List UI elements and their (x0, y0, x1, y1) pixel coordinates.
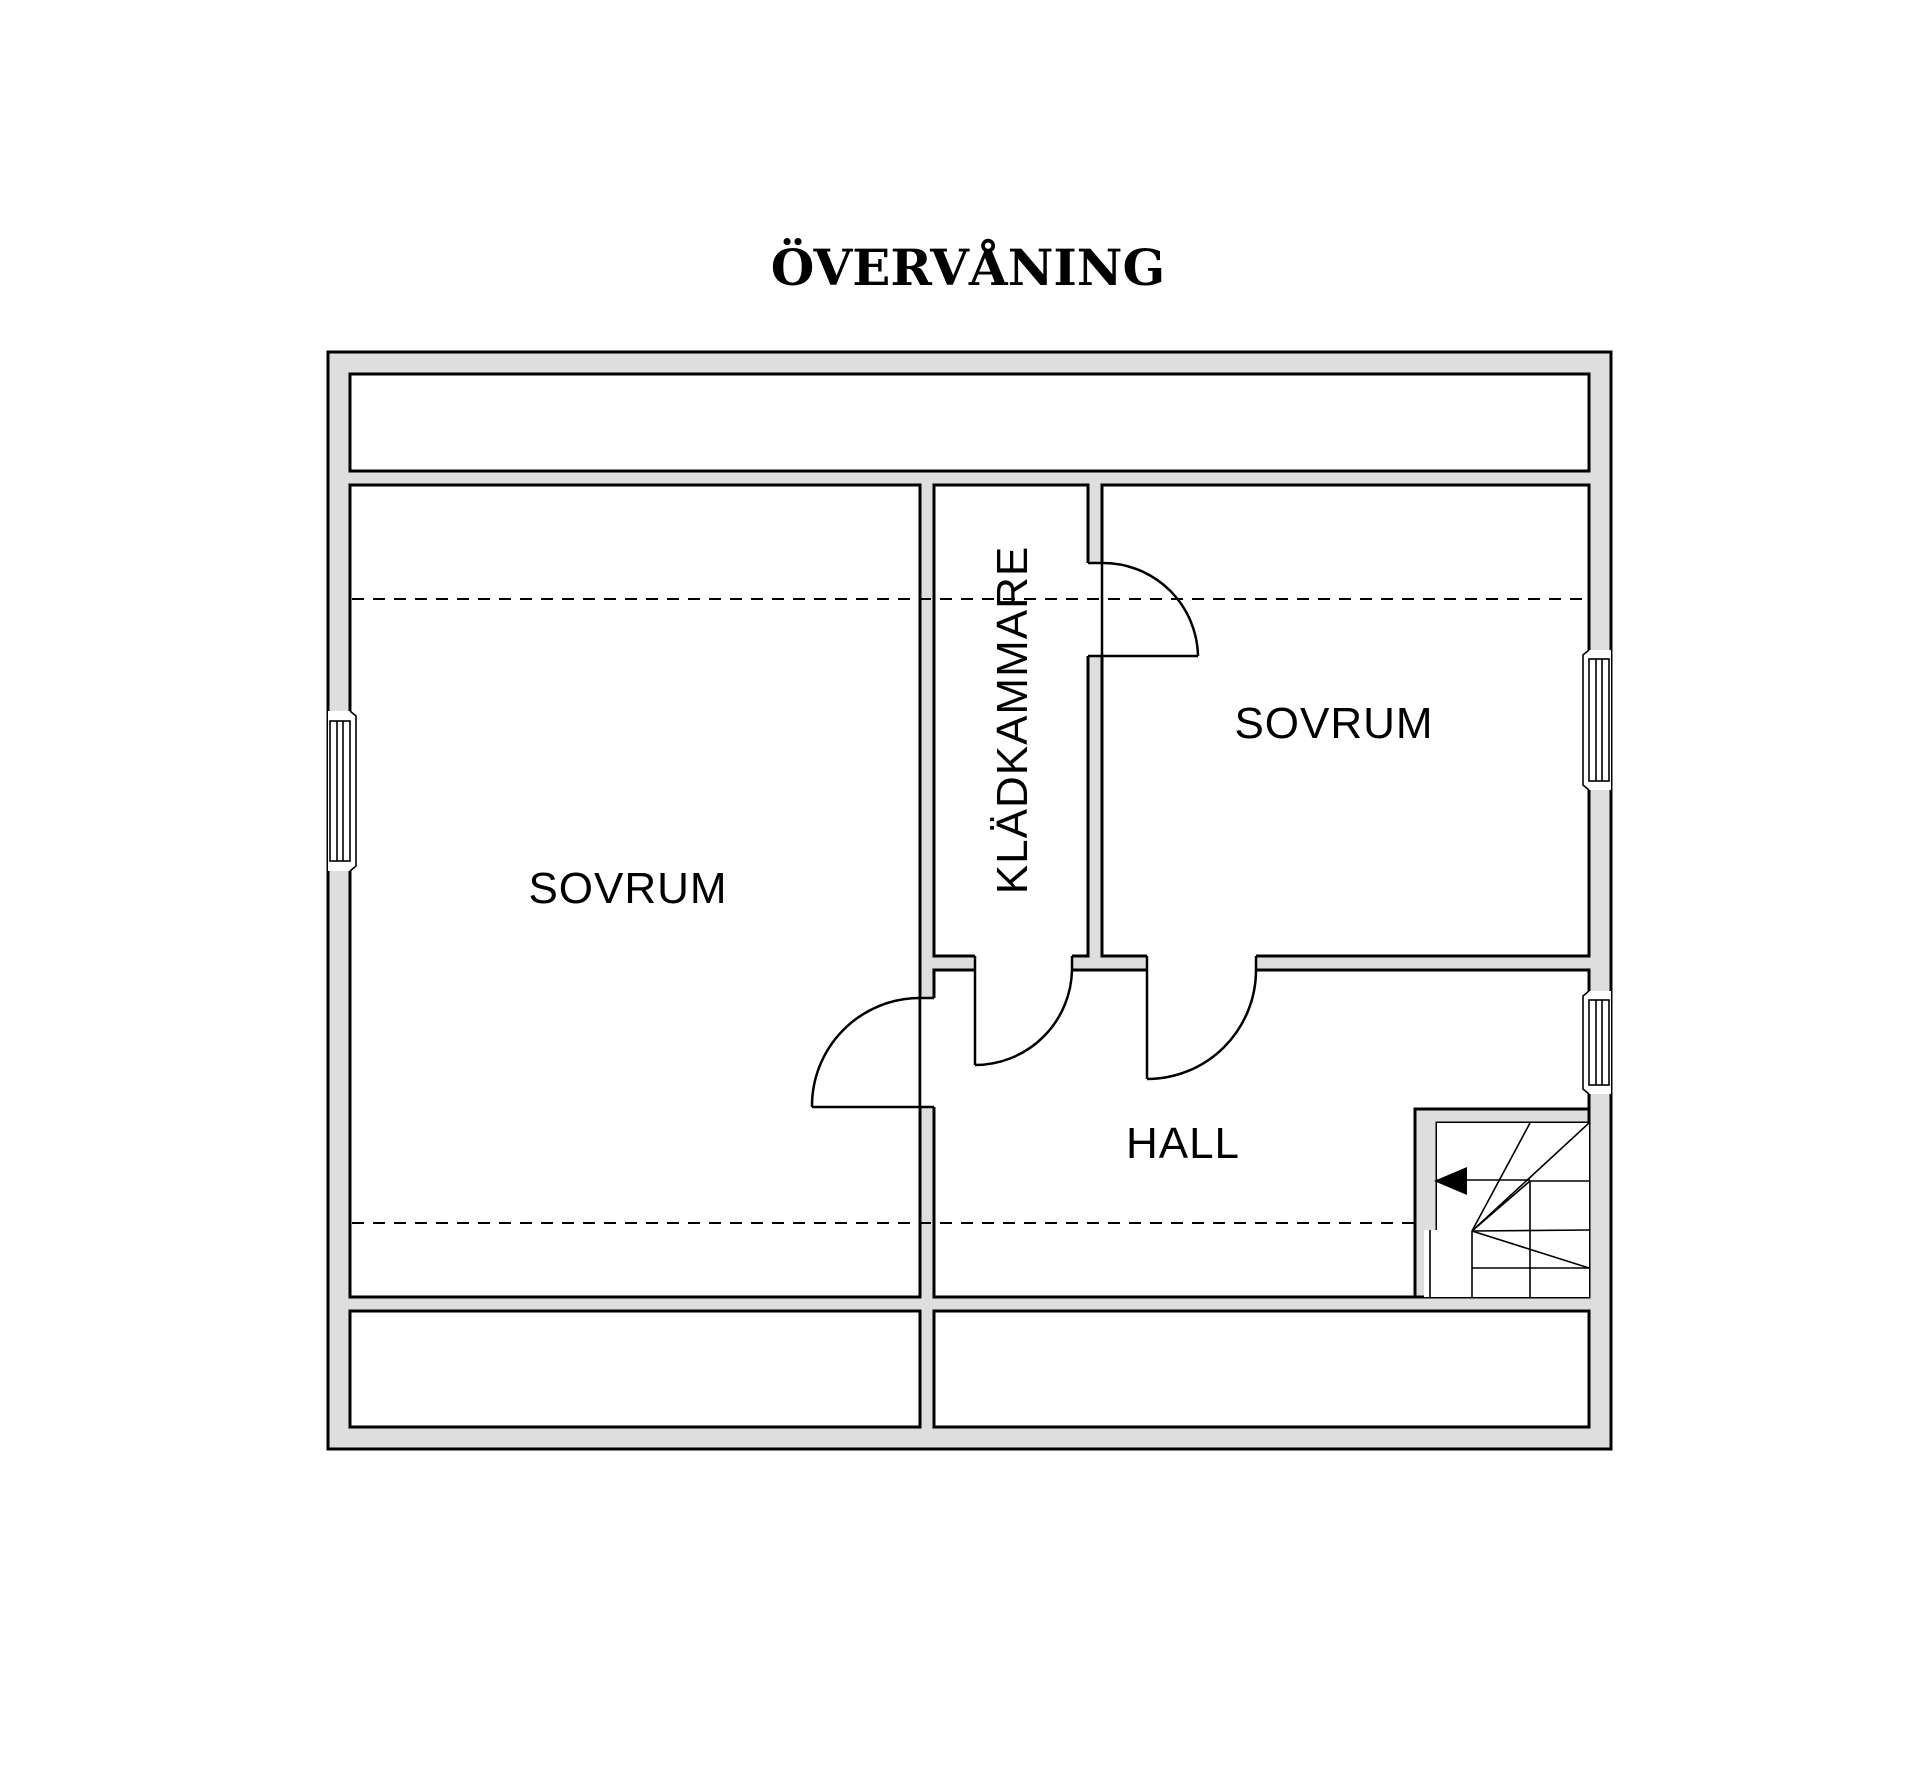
room-label-hall: HALL (1126, 1119, 1240, 1168)
window-icon (328, 710, 357, 872)
stair-icon (1413, 1107, 1591, 1299)
room-sovrum-west (348, 483, 922, 1299)
room-label-sovrum-east: SOVRUM (1234, 699, 1433, 748)
attic-space-south-west (348, 1309, 922, 1429)
floor-title: ÖVERVÅNING (771, 237, 1165, 297)
door-swing-icon (1100, 561, 1200, 658)
window-icon (1582, 990, 1611, 1095)
room-label-sovrum-west: SOVRUM (528, 864, 727, 913)
room-label-kladkammare: KLÄDKAMMARE (988, 546, 1037, 894)
door-jambs (920, 561, 1258, 1109)
door-swing-icon (1145, 969, 1258, 1081)
window-icon (1582, 649, 1611, 791)
attic-space-south-east (932, 1309, 1591, 1429)
door-swing-icon (810, 996, 922, 1109)
door-openings (920, 563, 1256, 1107)
arrow-left-icon (1434, 1167, 1467, 1195)
room-kladkammare (932, 483, 1090, 958)
room-sovrum-east (1100, 483, 1591, 958)
attic-space-north (348, 372, 1591, 473)
door-swing-icon (973, 969, 1074, 1067)
